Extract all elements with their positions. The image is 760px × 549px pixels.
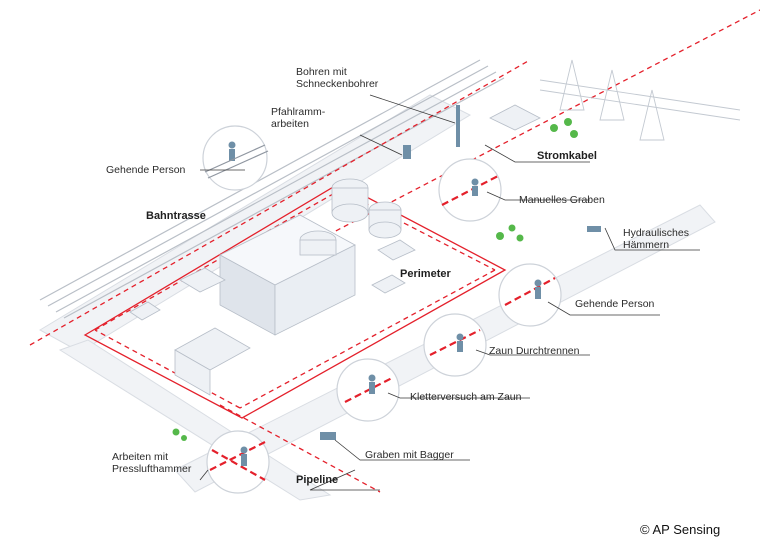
- label-arbeiten: Arbeiten mit Presslufthammer: [112, 451, 192, 475]
- circle-red-marks: [209, 175, 556, 481]
- copyright-text: © AP Sensing: [640, 522, 721, 537]
- label-bohren: Bohren mit Schneckenbohrer: [296, 66, 379, 90]
- perimeter-fence: [83, 182, 507, 419]
- label-zaun: Zaun Durchtrennen: [489, 345, 580, 357]
- pylons: [539, 59, 741, 141]
- label-gehende-person-left: Gehende Person: [106, 164, 186, 176]
- label-bahntrasse: Bahntrasse: [146, 210, 206, 222]
- label-pipeline: Pipeline: [296, 474, 339, 486]
- circle-figures: [228, 141, 542, 466]
- label-hydraulisches: Hydraulisches Hämmern: [623, 227, 689, 251]
- label-kletter: Kletterversuch am Zaun: [410, 391, 522, 403]
- leader-lines: [199, 94, 700, 491]
- drill-rig: [320, 105, 601, 440]
- label-manuelles-graben: Manuelles Graben: [519, 194, 605, 206]
- event-circles: [202, 125, 562, 494]
- railway-in-circle: [204, 144, 269, 179]
- label-graben-bagger: Graben mit Bagger: [365, 449, 454, 461]
- label-gehende-person-right: Gehende Person: [575, 298, 655, 310]
- label-stromkabel: Stromkabel: [537, 150, 597, 162]
- trees: [172, 118, 578, 441]
- tanks: [299, 178, 402, 256]
- small-buildings: [129, 104, 541, 396]
- label-pfahlramm: Pfahlramm- arbeiten: [271, 106, 326, 130]
- sensor-cables: [29, 9, 760, 493]
- label-perimeter: Perimeter: [400, 268, 451, 280]
